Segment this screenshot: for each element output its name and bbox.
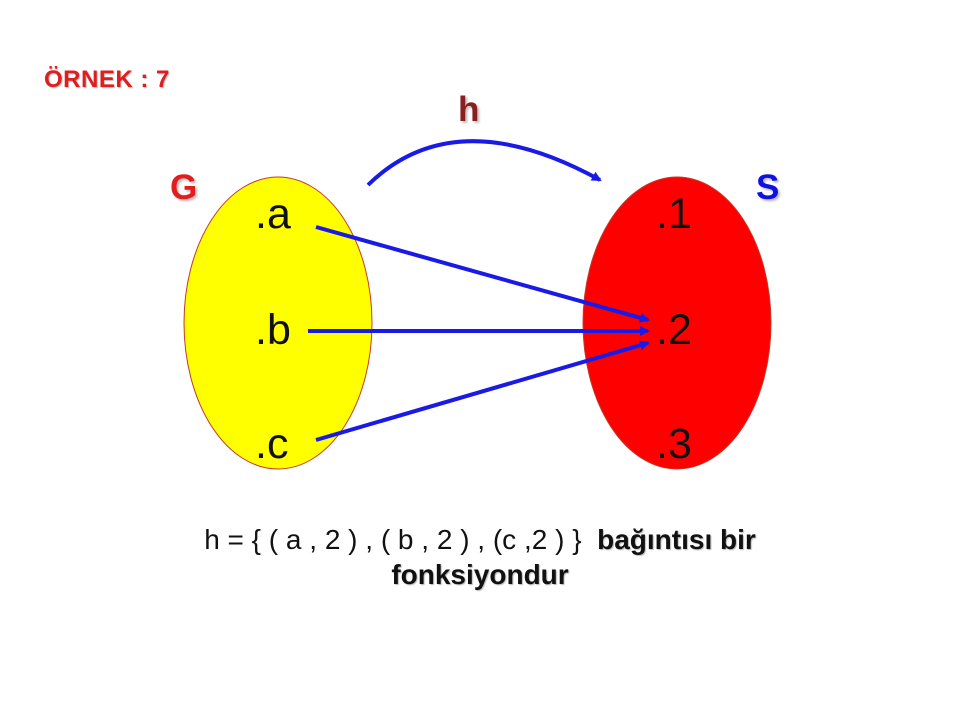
conclusion-line1: bağıntısı bir [597, 524, 756, 555]
codomain-element-1: .1 [656, 190, 692, 238]
function-label: h [458, 90, 480, 129]
codomain-set-label: S [756, 168, 780, 207]
mapping-arrow-a-to-2 [315, 225, 650, 323]
domain-element-b: .b [255, 306, 291, 354]
domain-element-c: .c [255, 420, 289, 468]
function-h-arrow [366, 139, 602, 187]
domain-set-ellipse [183, 176, 373, 470]
codomain-set-ellipse [582, 176, 772, 470]
conclusion-line2: fonksiyondur [391, 559, 569, 590]
codomain-element-3: .3 [656, 420, 692, 468]
domain-element-a: .a [255, 190, 291, 238]
relation-set: h = { ( a , 2 ) , ( b , 2 ) , (c ,2 ) } [204, 524, 582, 555]
domain-set-label: G [170, 168, 198, 207]
mapping-arrow-c-to-2 [315, 340, 650, 442]
example-title: ÖRNEK : 7 [44, 66, 170, 93]
codomain-element-2: .2 [656, 306, 692, 354]
function-statement: h = { ( a , 2 ) , ( b , 2 ) , (c ,2 ) } … [40, 522, 920, 592]
